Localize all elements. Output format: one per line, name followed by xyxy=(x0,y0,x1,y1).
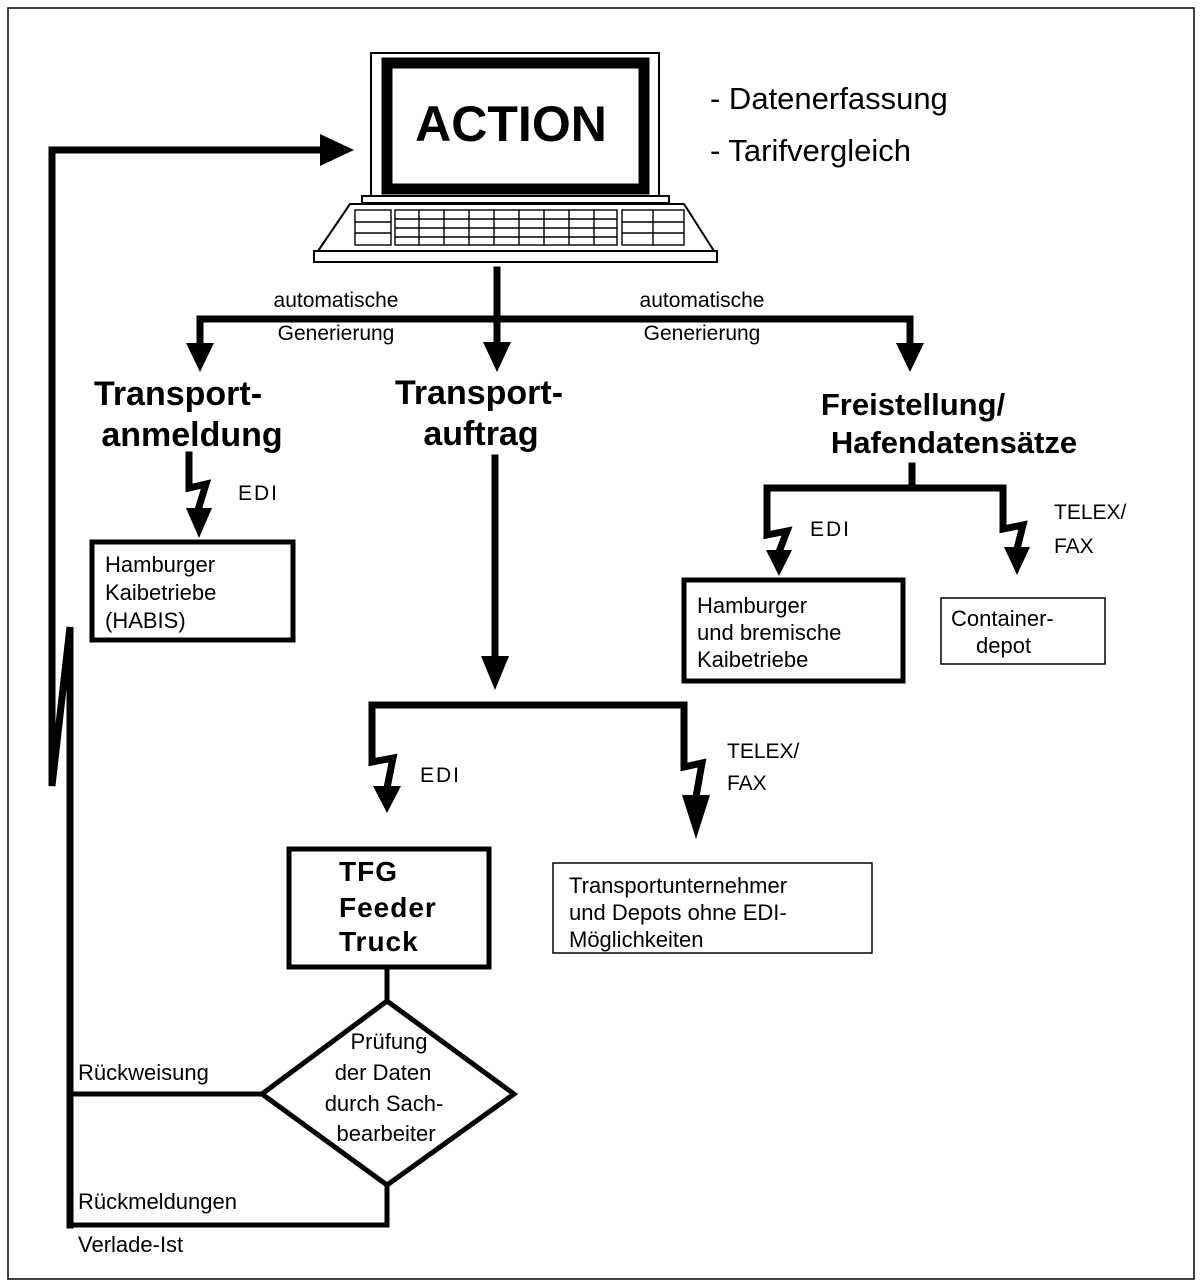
branch-label-right-line2: Generierung xyxy=(644,322,761,345)
transportunternehmer-box xyxy=(552,862,873,954)
pruefung-line2: der Daten xyxy=(335,1060,432,1085)
rueckweisung-label: Rückweisung xyxy=(78,1060,209,1085)
habis-box-line1: Hamburger xyxy=(105,552,215,577)
freistellung-heading-line1: Freistellung/ xyxy=(821,387,1006,422)
fax-label-container: FAX xyxy=(1054,535,1094,558)
edi-label-kaibetriebe: EDI xyxy=(810,518,851,541)
transportanmeldung-heading-line2: anmeldung xyxy=(101,416,282,454)
branch-label-left-line2: Generierung xyxy=(278,322,395,345)
transportunternehmer-box-line3: Möglichkeiten xyxy=(569,927,704,952)
feature-item-datenerfassung: - Datenerfassung xyxy=(710,81,948,116)
telex-label-container: TELEX/ xyxy=(1054,501,1127,524)
habis-box-line2: Kaibetriebe xyxy=(105,580,216,605)
kaibetriebe-box-line1: Hamburger xyxy=(697,593,807,618)
pruefung-line3: durch Sach- xyxy=(325,1091,444,1116)
transportunternehmer-box-line1: Transportunternehmer xyxy=(569,873,787,898)
freistellung-heading-line2: Hafendatensätze xyxy=(831,425,1077,460)
distribution-connector xyxy=(186,266,924,372)
edi-link-habis xyxy=(185,451,212,538)
habis-box xyxy=(89,539,296,643)
rueckmeldungen-label: Rückmeldungen xyxy=(78,1189,237,1214)
kaibetriebe-box xyxy=(681,577,906,684)
feature-item-tarifvergleich: - Tarifvergleich xyxy=(710,133,911,168)
transportauftrag-heading-line2: auftrag xyxy=(423,415,538,453)
computer-icon: ACTION xyxy=(313,52,718,263)
transportauftrag-heading-line1: Transport- xyxy=(395,374,563,412)
edi-label-tfg: EDI xyxy=(420,764,461,787)
tfg-box-line2: Feeder xyxy=(339,892,437,923)
feedback-loop xyxy=(48,134,390,1229)
habis-box-line3: (HABIS) xyxy=(105,608,186,633)
tfg-box-line1: TFG xyxy=(339,856,398,887)
kaibetriebe-box-line2: und bremische xyxy=(697,620,841,645)
containerdepot-box-line2: depot xyxy=(976,633,1031,658)
branch-label-left-line1: automatische xyxy=(274,289,399,312)
telex-label-transport: TELEX/ xyxy=(727,740,800,763)
tfg-box xyxy=(286,846,492,970)
transportauftrag-connector xyxy=(368,454,710,839)
transportunternehmer-box-line2: und Depots ohne EDI- xyxy=(569,900,787,925)
pruefung-line1: Prüfung xyxy=(350,1029,427,1054)
containerdepot-box-line1: Container- xyxy=(951,606,1054,631)
computer-screen-label: ACTION xyxy=(415,96,607,152)
tfg-box-line3: Truck xyxy=(339,926,419,957)
kaibetriebe-box-line3: Kaibetriebe xyxy=(697,647,808,672)
transportanmeldung-heading-line1: Transport- xyxy=(94,375,262,413)
edi-label-habis: EDI xyxy=(238,482,279,505)
containerdepot-box xyxy=(940,597,1106,665)
verlade-ist-label: Verlade-Ist xyxy=(78,1232,183,1257)
fax-label-transport: FAX xyxy=(727,772,767,795)
branch-label-right-line1: automatische xyxy=(640,289,765,312)
freistellung-connector xyxy=(763,462,1030,576)
pruefung-line4: bearbeiter xyxy=(336,1121,435,1146)
